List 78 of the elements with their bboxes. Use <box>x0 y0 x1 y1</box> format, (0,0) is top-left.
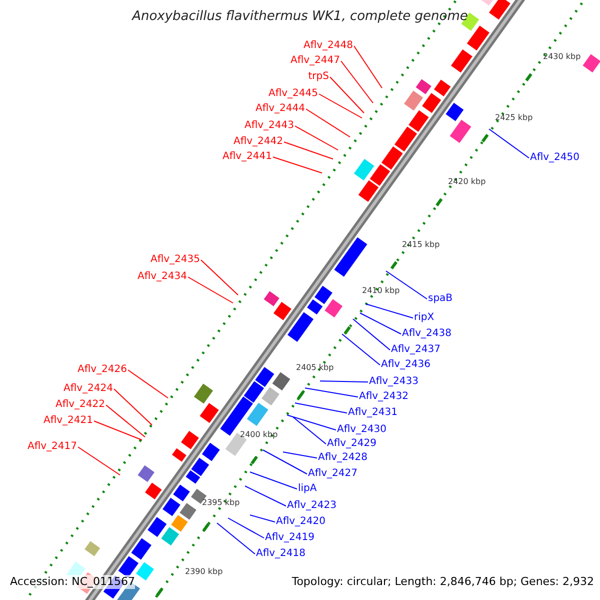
gene-label: Aflv_2430 <box>337 423 387 437</box>
leader-line <box>284 142 334 160</box>
gene-label: spaB <box>428 292 453 306</box>
leader-line <box>342 334 380 366</box>
leader-line <box>304 388 358 398</box>
scale-label: 2405 kbp <box>296 362 334 374</box>
gene-label: Aflv_2443 <box>244 119 294 133</box>
leader-line <box>386 270 428 300</box>
gene-label: Aflv_2438 <box>402 327 452 341</box>
gene-label: Aflv_2433 <box>369 375 419 389</box>
leader-line <box>488 128 530 158</box>
gene-label: Aflv_2426 <box>77 363 127 377</box>
gene-label: Aflv_2435 <box>150 253 200 267</box>
gene-label: Aflv_2434 <box>137 270 187 284</box>
scale-label: 2425 kbp <box>495 112 533 124</box>
genome-summary: Topology: circular; Length: 2,846,746 bp; Genes: 2,932 <box>292 575 594 589</box>
leader-line <box>114 388 152 426</box>
gene-label: Aflv_2432 <box>359 390 409 404</box>
leader-line <box>250 472 298 490</box>
leader-line <box>330 76 364 114</box>
scale-label: 2395 kbp <box>202 497 240 509</box>
gene-label: Aflv_2448 <box>303 39 353 53</box>
gene-label: Aflv_2437 <box>391 343 441 357</box>
gene-label: Aflv_2447 <box>290 54 340 68</box>
leader-line <box>340 60 374 104</box>
scale-label: 2390 kbp <box>185 566 223 578</box>
leader-line <box>200 260 238 296</box>
leader-line <box>360 312 402 334</box>
gene-label: ripX <box>414 311 434 325</box>
scale-label: 2415 kbp <box>402 239 440 251</box>
gene-label: Aflv_2423 <box>287 499 337 513</box>
leader-line <box>244 486 286 506</box>
gene-label: Aflv_2417 <box>27 440 77 454</box>
gene-label: Aflv_2422 <box>55 398 105 412</box>
leader-line <box>282 452 318 458</box>
leader-line <box>128 370 168 398</box>
gene-label: Aflv_2428 <box>318 451 368 465</box>
leader-line <box>318 94 362 118</box>
scale-label: 2430 kbp <box>543 51 581 63</box>
gene-label: Aflv_2424 <box>63 382 113 396</box>
gene-label: Aflv_2431 <box>348 406 398 420</box>
gene-label: Aflv_2442 <box>233 135 283 149</box>
gene-label: Aflv_2420 <box>276 515 326 529</box>
gene-label: Aflv_2418 <box>256 547 306 561</box>
leader-line <box>78 446 120 476</box>
gene-label: Aflv_2429 <box>327 437 377 451</box>
leader-line <box>228 518 264 538</box>
gene-label: Aflv_2445 <box>268 87 318 101</box>
gene-label: Aflv_2441 <box>222 150 272 164</box>
leader-line <box>94 420 142 440</box>
leader-line <box>286 414 336 430</box>
scale-label: 2400 kbp <box>240 429 278 441</box>
gene-label: Aflv_2427 <box>308 467 358 481</box>
leader-line <box>292 416 326 444</box>
gene-label: lipA <box>298 482 317 496</box>
leader-line <box>262 450 308 474</box>
leader-line <box>272 156 322 174</box>
gene-label: trpS <box>308 70 329 84</box>
gene-label: Aflv_2444 <box>255 102 305 116</box>
gene-label: Aflv_2419 <box>265 531 315 545</box>
leader-line <box>294 126 338 150</box>
leader-line <box>354 46 382 88</box>
scale-label: 2410 kbp <box>362 285 400 297</box>
leader-line <box>106 404 146 438</box>
leader-line <box>306 108 350 138</box>
leader-line <box>352 318 390 350</box>
leader-line <box>320 380 368 382</box>
accession-note: Accession: NC_011567 <box>10 575 136 589</box>
leader-line <box>216 522 256 554</box>
leader-line <box>366 304 414 318</box>
leader-line <box>188 276 234 304</box>
gene-label: Aflv_2450 <box>530 151 580 165</box>
diagram-title: Anoxybacillus flavithermus WK1, complete genome <box>132 9 468 24</box>
gene-label: Aflv_2436 <box>381 358 431 372</box>
gene-label: Aflv_2421 <box>43 414 93 428</box>
leader-line <box>250 514 276 522</box>
leader-line <box>294 402 348 414</box>
scale-label: 2420 kbp <box>448 176 486 188</box>
